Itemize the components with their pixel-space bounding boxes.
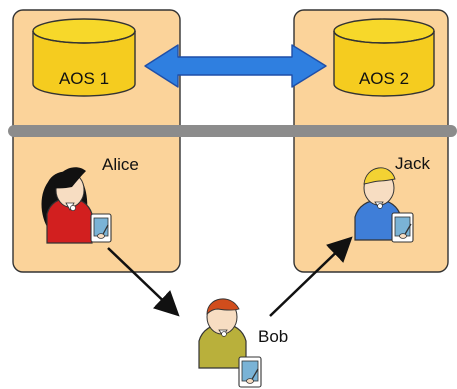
alice-pda-tablet-icon (90, 213, 112, 243)
sync-double-arrow-icon (144, 44, 327, 88)
alice-name-label: Alice (102, 155, 139, 174)
bob-person-icon (198, 298, 247, 369)
jack-pda-tablet-icon (391, 212, 414, 243)
aos2-label: AOS 2 (359, 69, 409, 88)
jack-name-label: Jack (395, 154, 430, 173)
bob-name-label: Bob (258, 327, 288, 346)
aos1-label: AOS 1 (59, 69, 109, 88)
alice-person-icon (41, 167, 93, 244)
aos2-database-icon (333, 18, 435, 97)
aos1-database-icon (32, 18, 136, 97)
network-divider-bar (8, 125, 457, 137)
bob-pda-tablet-icon (238, 356, 262, 388)
alice-to-bob-arrow-icon (107, 247, 180, 317)
bob-to-jack-arrow-icon (269, 236, 353, 317)
jack-person-icon (354, 167, 402, 241)
